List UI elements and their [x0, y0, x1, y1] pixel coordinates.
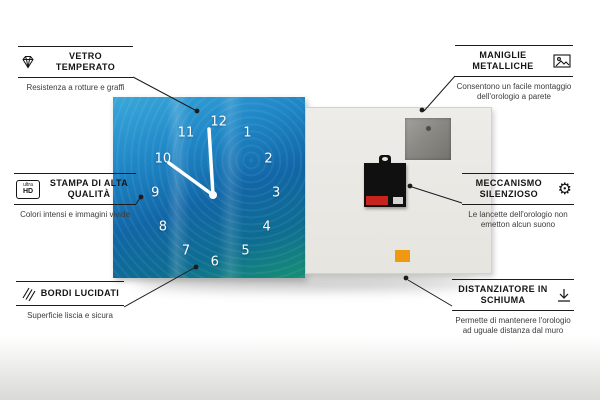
feature-title: MECCANISMO SILENZIOSO	[475, 178, 543, 199]
feature-description: Resistenza a rotture e graffi	[26, 83, 125, 92]
ultra-hd-icon-text: ultra	[23, 182, 33, 188]
feature-callout-vetro-temperato: VETRO TEMPERATO Resistenza a rotture e g…	[18, 46, 133, 93]
feature-description: Consentono un facile montaggio dell'orol…	[456, 82, 572, 102]
ultra-hd-icon: ultra HD	[16, 179, 40, 199]
feature-callout-stampa-alta-qualita: ultra HD STAMPA DI ALTA QUALITÀ Colori i…	[14, 173, 136, 220]
feature-description: Permette di mantenere l'orologio ad ugua…	[455, 316, 571, 336]
metal-hanger-plate	[405, 118, 451, 160]
clock-number: 8	[158, 219, 168, 235]
clock-number: 4	[262, 219, 271, 235]
clock-number: 9	[151, 185, 160, 201]
feature-callout-distanziatore-schiuma: DISTANZIATORE IN SCHIUMA Permette di man…	[452, 279, 574, 337]
feature-title: MANIGLIE METALLICHE	[472, 50, 534, 71]
callout-header: BORDI LUCIDATI	[16, 281, 124, 306]
mechanism-hanger-loop	[379, 155, 391, 164]
clock-number: 6	[210, 254, 219, 270]
polished-edges-icon	[21, 286, 37, 301]
clock-number: 3	[272, 185, 281, 201]
ultra-hd-icon-text: HD	[22, 188, 34, 195]
callout-header: VETRO TEMPERATO	[18, 46, 133, 78]
clock-hands	[167, 127, 217, 199]
clock-front-view: 1 2 3 4 5 6 7 8 9 10 11 12	[113, 97, 305, 278]
diamond-icon	[20, 55, 36, 69]
feature-callout-maniglie-metalliche: MANIGLIE METALLICHE Consentono un facile…	[455, 45, 573, 103]
spacer-arrow-icon	[556, 288, 572, 303]
clock-number: 1	[243, 125, 252, 141]
foam-spacer	[395, 250, 410, 262]
callout-header: MANIGLIE METALLICHE	[455, 45, 573, 77]
callout-header: DISTANZIATORE IN SCHIUMA	[452, 279, 574, 311]
clock-number: 11	[177, 125, 195, 141]
picture-frame-icon	[553, 54, 571, 68]
battery	[366, 196, 388, 205]
clock-number: 12	[210, 114, 227, 130]
feature-title: DISTANZIATORE IN SCHIUMA	[458, 284, 548, 305]
gear-icon: ⚙	[557, 179, 572, 198]
feature-title: BORDI LUCIDATI	[40, 288, 120, 298]
mechanism-label	[393, 197, 403, 204]
hanger-hole	[426, 126, 431, 131]
feature-title: STAMPA DI ALTA QUALITÀ	[49, 178, 129, 199]
clock-number: 7	[181, 243, 191, 259]
clock-number: 10	[154, 151, 172, 167]
feature-callout-bordi-lucidati: BORDI LUCIDATI Superficie liscia e sicur…	[16, 281, 124, 321]
callout-header: MECCANISMO SILENZIOSO ⚙	[462, 173, 574, 205]
clock-mechanism	[364, 155, 406, 207]
feature-description: Superficie liscia e sicura	[27, 311, 113, 320]
feature-title: VETRO TEMPERATO	[55, 51, 116, 72]
feature-description: Le lancette dell'orologio non emetton al…	[468, 210, 568, 230]
product-shadow	[135, 276, 475, 290]
feature-description: Colori intensi e immagini vivide	[20, 210, 130, 219]
feature-callout-meccanismo-silenzioso: MECCANISMO SILENZIOSO ⚙ Le lancette dell…	[462, 173, 574, 231]
callout-header: ultra HD STAMPA DI ALTA QUALITÀ	[14, 173, 136, 205]
clock-number: 5	[241, 243, 250, 259]
floor-fade	[0, 325, 600, 400]
clock-number: 2	[264, 151, 273, 167]
